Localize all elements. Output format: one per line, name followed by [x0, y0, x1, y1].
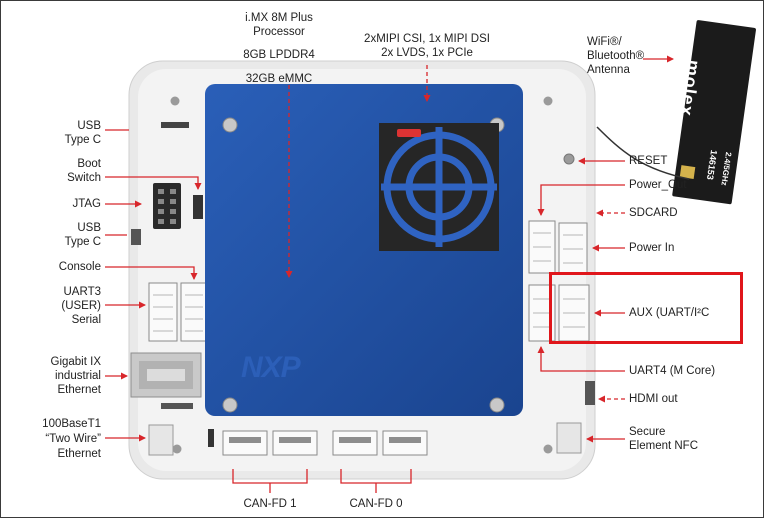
mount-hole: [543, 444, 553, 454]
label-uart3-1: UART3: [63, 286, 102, 298]
hdmi-port: [585, 381, 595, 405]
fan-cutout: [379, 123, 499, 251]
heatsink-screw: [489, 397, 505, 413]
label-usb1-2: Type C: [64, 134, 101, 146]
label-t1-3: Ethernet: [57, 448, 101, 460]
heatsink-screw: [222, 117, 238, 133]
label-processor: Processor: [253, 26, 305, 38]
label-power-out: Power_Out: [629, 179, 687, 191]
label-gig-2: industrial: [54, 370, 101, 382]
mount-hole: [172, 444, 182, 454]
label-t1-1: 100BaseT1: [42, 418, 101, 430]
label-antenna-3: Antenna: [587, 64, 630, 76]
label-processor-name: i.MX 8M Plus: [245, 12, 313, 24]
label-hdmi: HDMI out: [629, 393, 678, 405]
label-se-2: Element NFC: [629, 440, 699, 452]
aux-highlight-box: [549, 272, 743, 344]
label-can0: CAN-FD 0: [349, 498, 403, 510]
label-gig-3: Ethernet: [57, 384, 101, 396]
label-antenna-1: WiFi®/: [587, 36, 622, 48]
label-jtag: JTAG: [72, 198, 101, 210]
label-usb2-1: USB: [77, 222, 101, 234]
label-sdcard: SDCARD: [629, 207, 678, 219]
leader-boot: [105, 176, 202, 190]
label-mipi-1: 2xMIPI CSI, 1x MIPI DSI: [364, 33, 490, 45]
mount-hole: [170, 96, 180, 106]
heatsink-screw: [222, 397, 238, 413]
label-boot-1: Boot: [77, 158, 101, 170]
label-uart4: UART4 (M Core): [629, 365, 716, 377]
label-memory: 8GB LPDDR4: [243, 49, 315, 61]
boot-switch: [193, 195, 203, 219]
label-t1-2: “Two Wire”: [45, 433, 101, 445]
label-storage: 32GB eMMC: [245, 73, 313, 85]
jtag-header: [153, 183, 181, 229]
heatsink-logo: NXP: [241, 351, 301, 384]
label-usb1-1: USB: [77, 120, 101, 132]
usb-c-port: [131, 229, 141, 245]
leader-console: [105, 266, 198, 280]
label-se-1: Secure: [629, 426, 666, 438]
label-reset: RESET: [629, 155, 668, 167]
top-slot: [161, 122, 189, 128]
label-uart3-3: Serial: [71, 314, 101, 326]
nfc-connector: [556, 422, 582, 454]
label-uart3-2: (USER): [61, 300, 101, 312]
can-connectors: [222, 430, 428, 456]
label-boot-2: Switch: [67, 172, 101, 184]
leader-power-out: [537, 184, 625, 216]
leader-uart4: [537, 346, 625, 372]
console-connector: [180, 282, 208, 342]
mount-hole: [543, 96, 553, 106]
power-in-connector: [558, 222, 588, 274]
label-mipi-2: 2x LVDS, 1x PCIe: [381, 47, 473, 59]
reset-button: [563, 153, 575, 165]
label-power-in: Power In: [629, 242, 675, 254]
t1-connector: [148, 424, 174, 456]
label-antenna-2: Bluetooth®: [587, 50, 645, 62]
uart3-connector: [148, 282, 178, 342]
antenna-cable: [596, 126, 690, 180]
label-gig-1: Gigabit IX: [50, 356, 102, 368]
label-usb2-2: Type C: [64, 236, 101, 248]
antenna: [672, 20, 756, 205]
label-console: Console: [58, 261, 101, 273]
label-can1: CAN-FD 1: [243, 498, 297, 510]
label-aux: AUX (UART/I²C: [629, 307, 710, 319]
